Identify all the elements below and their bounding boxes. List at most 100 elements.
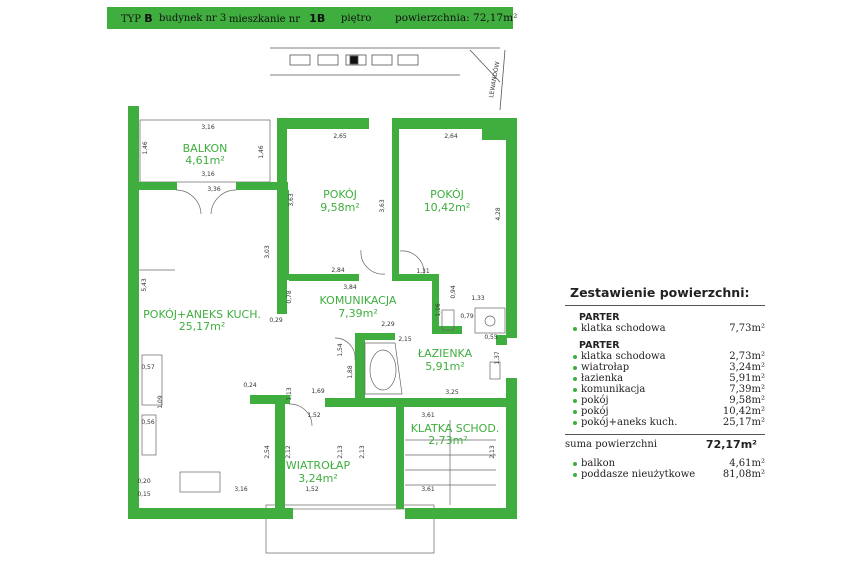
room-pokoj1-area: 9,58m² <box>320 201 360 214</box>
dim: 1,88 <box>347 365 354 379</box>
dim: 3,36 <box>207 186 221 193</box>
dim: 3,16 <box>201 124 215 131</box>
dim: 3,61 <box>421 486 435 493</box>
room-pokoj2-name: POKÓJ <box>430 188 464 201</box>
dim: 3,25 <box>445 389 459 396</box>
dim: 0,55 <box>484 334 498 341</box>
floor-label: piętro <box>341 12 372 24</box>
typ-label: TYP B <box>121 11 153 25</box>
dim: 1,13 <box>286 387 293 401</box>
summary-total: suma powierzchni 72,17m² <box>565 434 765 452</box>
dim: 1,33 <box>471 295 485 302</box>
area-summary: Zestawienie powierzchni: PARTER klatka s… <box>565 285 765 480</box>
bullet-icon <box>573 377 577 381</box>
bullet-icon <box>573 366 577 370</box>
dim: 0,15 <box>137 491 151 498</box>
room-pokoj1-name: POKÓJ <box>323 188 357 201</box>
room-balkon-name: BALKON <box>183 142 228 155</box>
dim: 0,29 <box>269 317 283 324</box>
dim: 3,84 <box>343 284 357 291</box>
dim: 2,54 <box>264 445 271 459</box>
dim: 5,43 <box>141 278 148 292</box>
dim: 3,16 <box>234 486 248 493</box>
dim: 2,12 <box>285 445 292 459</box>
dim: 2,29 <box>381 321 395 328</box>
dim: 1,37 <box>494 351 501 365</box>
room-lazienka-name: ŁAZIENKA <box>417 347 473 360</box>
street-label: LEWANDÓW <box>488 61 501 98</box>
bullet-icon <box>573 462 577 466</box>
bullet-icon <box>573 327 577 331</box>
summary-row: pokój+aneks kuch.25,17m² <box>573 417 765 428</box>
room-klatka-name: KLATKA SCHOD. <box>411 422 500 435</box>
dim: 3,61 <box>421 412 435 419</box>
dim: 1,31 <box>416 268 430 275</box>
room-balkon-area: 4,61m² <box>185 154 225 167</box>
dim: 2,15 <box>398 336 412 343</box>
bullet-icon <box>573 355 577 359</box>
summary-title: Zestawienie powierzchni: <box>570 285 750 300</box>
dim: 1,16 <box>435 303 442 317</box>
section-heading: PARTER <box>579 340 620 351</box>
site-sketch <box>270 47 506 111</box>
bullet-icon <box>573 410 577 414</box>
dim: 3,63 <box>379 199 386 213</box>
bullet-icon <box>573 473 577 477</box>
dim: 4,28 <box>495 207 502 221</box>
dim: 1,09 <box>157 395 164 409</box>
apartment-label: mieszkanie nr 1B <box>229 11 326 25</box>
room-aneks-area: 25,17m² <box>179 320 226 333</box>
room-pokoj2-area: 10,42m² <box>424 201 471 214</box>
dim: 2,13 <box>337 445 344 459</box>
room-wiatrolap-name: WIATROŁAP <box>286 459 351 472</box>
dim: 0,20 <box>137 478 151 485</box>
dim: 0,24 <box>243 382 257 389</box>
room-klatka-area: 2,73m² <box>428 434 468 447</box>
dim: 3,63 <box>288 193 295 207</box>
divider <box>565 305 765 306</box>
room-komunikacja-name: KOMUNIKACJA <box>320 294 397 307</box>
bullet-icon <box>573 388 577 392</box>
plan-header: TYP B budynek nr 3 mieszkanie nr 1B pięt… <box>107 7 517 29</box>
dim: 1,52 <box>307 412 321 419</box>
walls <box>128 106 517 519</box>
dim: 2,13 <box>489 445 496 459</box>
section-heading: PARTER <box>579 312 620 323</box>
bullet-icon <box>573 399 577 403</box>
dim: 0,79 <box>460 313 474 320</box>
total-area-label: powierzchnia: 72,17m² <box>395 12 518 24</box>
dim: 1,46 <box>258 145 265 159</box>
summary-row: klatka schodowa 7,73m² <box>573 323 765 334</box>
dimension-labels: 3,16 1,46 1,46 3,16 3,36 2,65 2,64 3,63 … <box>137 124 502 498</box>
dim: 1,52 <box>305 486 319 493</box>
dim: 0,56 <box>141 419 155 426</box>
dim: 2,64 <box>444 133 458 140</box>
bullet-icon <box>573 421 577 425</box>
dim: 2,65 <box>333 133 347 140</box>
dim: 0,78 <box>286 290 293 304</box>
room-wiatrolap-area: 3,24m² <box>298 472 338 485</box>
dim: 0,57 <box>141 364 155 371</box>
dim: 2,84 <box>331 267 345 274</box>
room-komunikacja-area: 7,39m² <box>338 307 378 320</box>
dim: 2,13 <box>359 445 366 459</box>
building-number: budynek nr 3 <box>159 12 227 24</box>
dim: 1,54 <box>337 343 344 357</box>
fixtures <box>139 189 506 505</box>
dim: 3,16 <box>201 171 215 178</box>
room-lazienka-area: 5,91m² <box>425 360 465 373</box>
room-aneks-name: POKÓJ+ANEKS KUCH. <box>143 308 261 321</box>
dim: 1,69 <box>311 388 325 395</box>
dim: 1,46 <box>142 141 149 155</box>
dim: 3,03 <box>264 245 271 259</box>
dim: 0,94 <box>450 285 457 299</box>
